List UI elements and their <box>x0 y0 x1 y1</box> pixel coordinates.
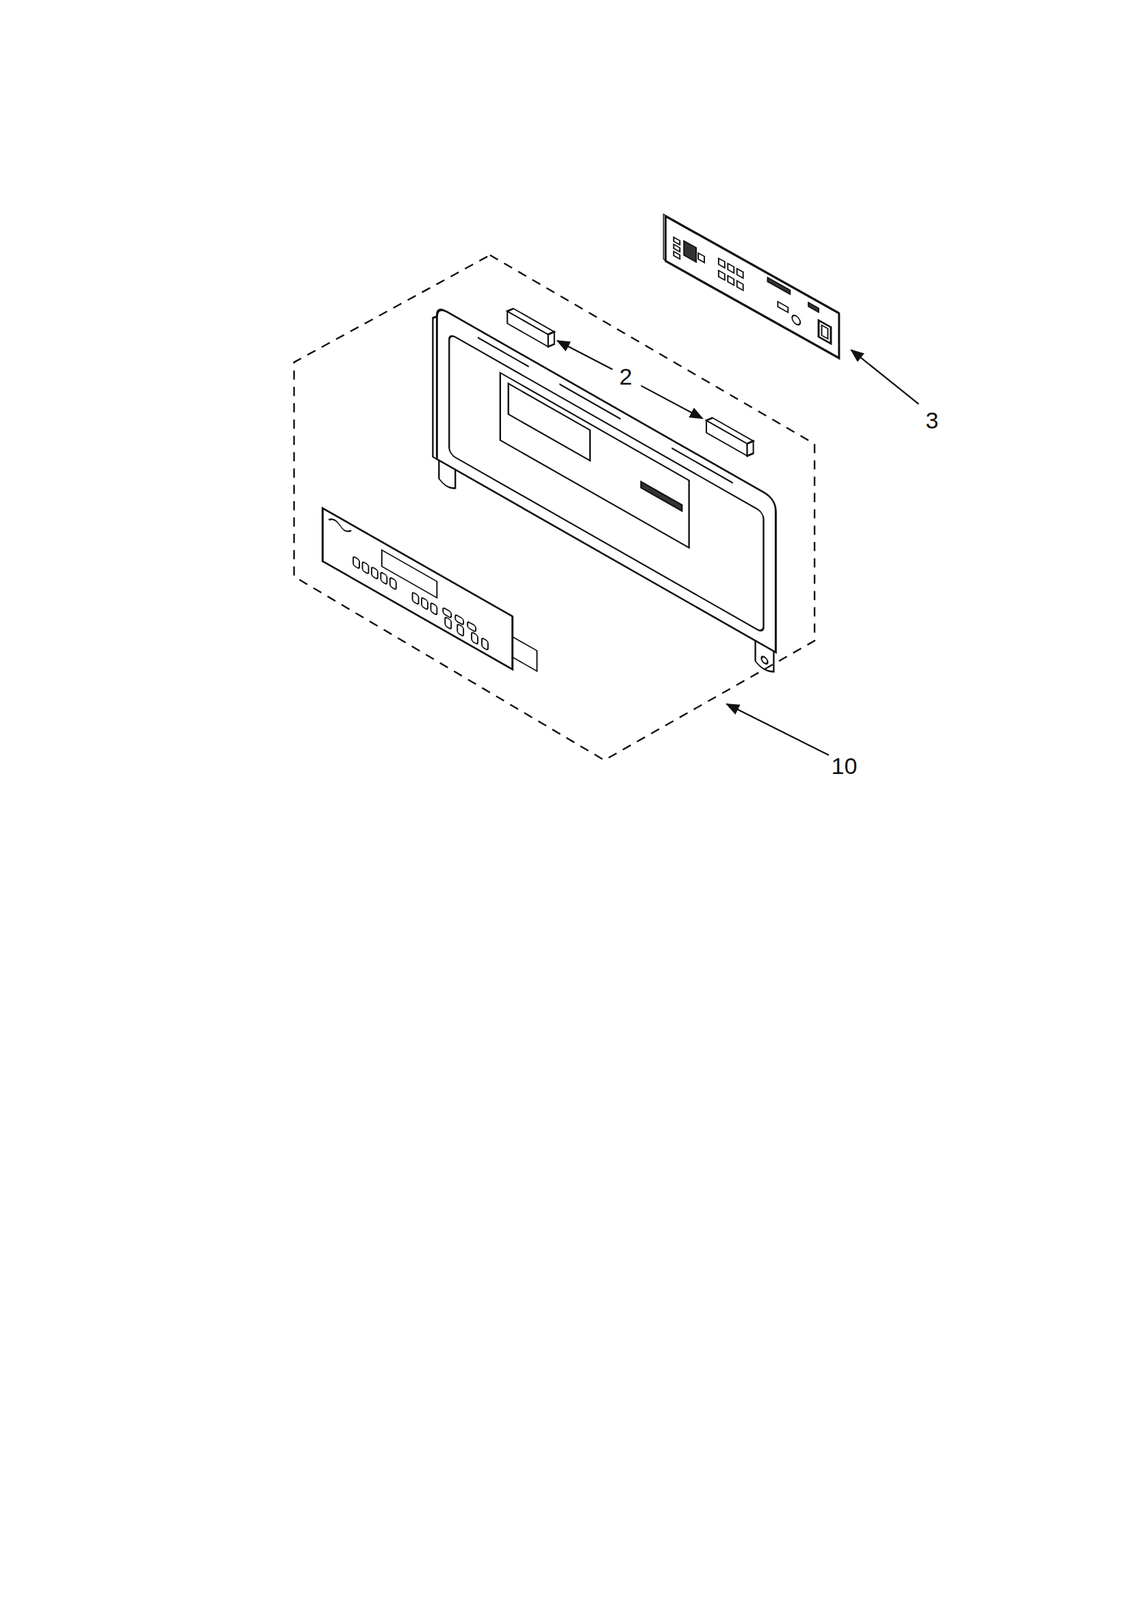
keypad-overlay <box>322 508 537 684</box>
assembly-boundary <box>294 255 815 761</box>
callout-number: 2 <box>619 364 633 389</box>
leader-arrow <box>726 704 829 756</box>
callout-number: 10 <box>830 754 857 778</box>
leader-arrow <box>851 349 919 404</box>
leader-arrow <box>641 386 703 419</box>
clip <box>706 414 754 460</box>
control-board <box>663 214 839 359</box>
clip <box>507 305 555 351</box>
leader-arrow <box>557 340 613 370</box>
callout-number: 3 <box>925 408 939 432</box>
